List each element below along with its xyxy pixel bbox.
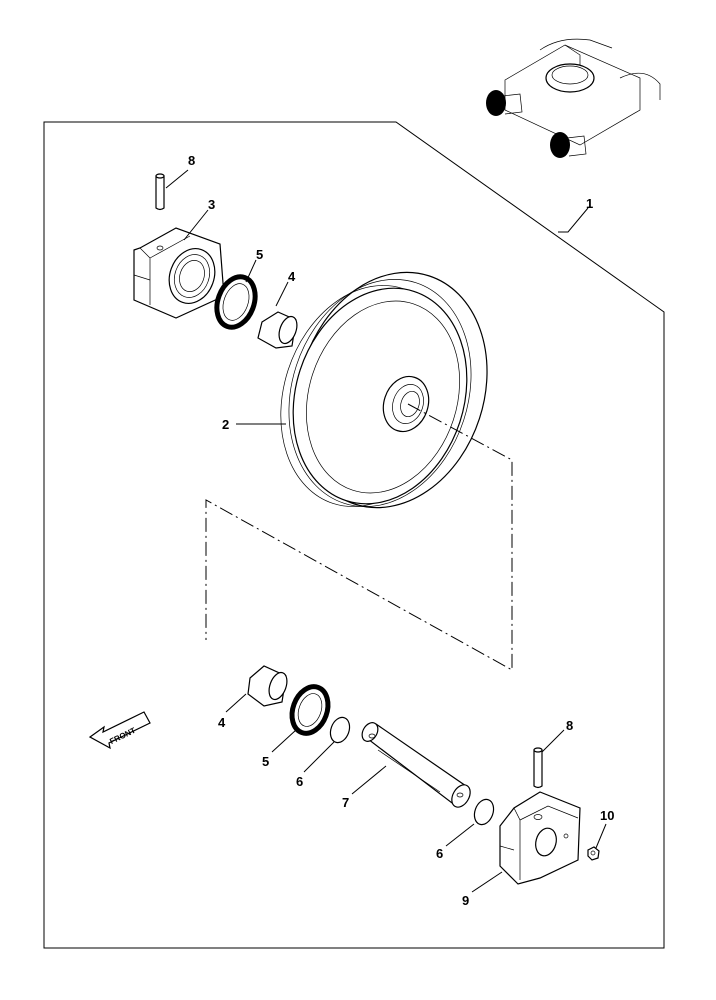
callout-4-top: 4 [288,269,296,284]
callout-4-bottom: 4 [218,715,226,730]
callout-3: 3 [208,197,215,212]
part-10-nut [587,846,600,861]
part-5-seal-top [214,274,258,330]
leader-lines [165,169,607,893]
callout-1: 1 [586,196,593,211]
locator-highlight-idler-left [486,90,506,116]
part-4-bushing-top [257,311,298,349]
part-6-o-ring-right [473,798,495,826]
callout-6-right: 6 [436,846,443,861]
callout-9: 9 [462,893,469,908]
assembly-boundary [43,121,665,949]
part-8-pin-bottom [533,747,543,789]
callout-10: 10 [600,808,614,823]
front-direction-arrow: FRONT [88,711,151,750]
callout-8-top: 8 [188,153,195,168]
part-8-pin-top [155,173,165,211]
part-7-shaft [361,722,471,808]
explode-line-upper [205,403,513,671]
callout-6-left: 6 [296,774,303,789]
part-4-bushing-bottom [247,665,288,707]
callout-2: 2 [222,417,229,432]
part-6-o-ring-left [329,716,351,744]
part-9-bracket [499,791,581,885]
callout-5-top: 5 [256,247,263,262]
part-2-idler-wheel [280,271,488,509]
part-5-seal-bottom [289,684,331,736]
part-3-bracket [133,227,225,319]
callout-5-bottom: 5 [262,754,269,769]
callout-8-bottom: 8 [566,718,573,733]
callout-7: 7 [342,795,349,810]
locator-thumbnail [486,38,661,158]
locator-highlight-idler-right [550,132,570,158]
